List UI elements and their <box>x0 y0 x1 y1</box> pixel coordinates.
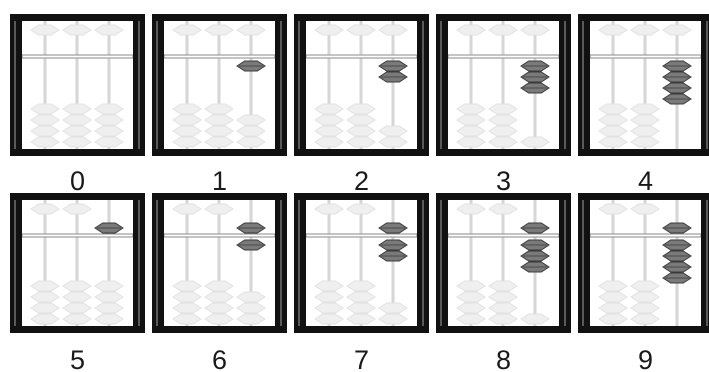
abacus-frame-bottom <box>10 326 145 333</box>
abacus-frame-shine <box>422 21 424 149</box>
abacus-frame-shine <box>138 21 140 149</box>
abacus-frame-shine <box>706 21 708 149</box>
abacus-frame-shine <box>422 200 424 326</box>
abacus-frame-top <box>578 14 709 21</box>
abacus-beam <box>164 55 275 58</box>
digit-label: 7 <box>354 345 369 372</box>
abacus-frame-shine <box>156 21 158 149</box>
abacus-frame-bottom <box>436 149 571 156</box>
abacus-frame-shine <box>564 200 566 326</box>
abacus-frame-shine <box>298 21 300 149</box>
abacus-frame-top <box>436 193 571 200</box>
abacus-beam <box>590 55 701 58</box>
abacus-frame-top <box>10 193 145 200</box>
digit-label: 8 <box>496 345 511 372</box>
abacus-digit-7: 7 <box>294 193 429 372</box>
abacus-frame-top <box>436 14 571 21</box>
abacus-frame-shine <box>582 200 584 326</box>
abacus-frame-bottom <box>578 326 709 333</box>
abacus-frame-shine <box>14 21 16 149</box>
abacus-frame-shine <box>440 200 442 326</box>
abacus-frame-shine <box>582 21 584 149</box>
abacus-beam <box>306 234 417 237</box>
abacus-frame-shine <box>156 200 158 326</box>
abacus-frame-top <box>294 193 429 200</box>
abacus-frame-shine <box>280 21 282 149</box>
digit-label: 5 <box>70 345 85 372</box>
abacus-frame-bottom <box>152 326 287 333</box>
abacus-beam <box>22 234 133 237</box>
abacus-frame-top <box>10 14 145 21</box>
digit-label: 3 <box>496 166 511 196</box>
abacus-frame-shine <box>440 21 442 149</box>
abacus-beam <box>306 55 417 58</box>
abacus-frame-bottom <box>10 149 145 156</box>
abacus-digit-0: 0 <box>10 14 145 196</box>
abacus-frame-top <box>294 14 429 21</box>
digit-label: 1 <box>212 166 227 196</box>
abacus-frame-shine <box>706 200 708 326</box>
digit-label: 0 <box>70 166 85 196</box>
abacus-beam <box>22 55 133 58</box>
digit-label: 4 <box>638 166 653 196</box>
abacus-frame-shine <box>280 200 282 326</box>
abacus-beam <box>164 234 275 237</box>
abacus-frame-shine <box>298 200 300 326</box>
abacus-frame-top <box>578 193 709 200</box>
abacus-frame-bottom <box>578 149 709 156</box>
abacus-digit-9: 9 <box>578 193 709 372</box>
abacus-digit-8: 8 <box>436 193 571 372</box>
abacus-frame-bottom <box>436 326 571 333</box>
abacus-frame-shine <box>564 21 566 149</box>
abacus-beam <box>448 234 559 237</box>
abacus-digit-2: 2 <box>294 14 429 196</box>
abacus-digit-6: 6 <box>152 193 287 372</box>
abacus-frame-bottom <box>152 149 287 156</box>
abacus-digit-3: 3 <box>436 14 571 196</box>
digit-label: 2 <box>354 166 369 196</box>
abacus-frame-top <box>152 14 287 21</box>
digit-label: 6 <box>212 345 227 372</box>
abacus-frame-shine <box>14 200 16 326</box>
abacus-beam <box>448 55 559 58</box>
abacus-digit-5: 5 <box>10 193 145 372</box>
abacus-frame-bottom <box>294 326 429 333</box>
abacus-digit-1: 1 <box>152 14 287 196</box>
abacus-beam <box>590 234 701 237</box>
abacus-frame-shine <box>138 200 140 326</box>
abacus-digit-4: 4 <box>578 14 709 196</box>
abacus-frame-bottom <box>294 149 429 156</box>
abacus-frame-top <box>152 193 287 200</box>
digit-label: 9 <box>638 345 653 372</box>
